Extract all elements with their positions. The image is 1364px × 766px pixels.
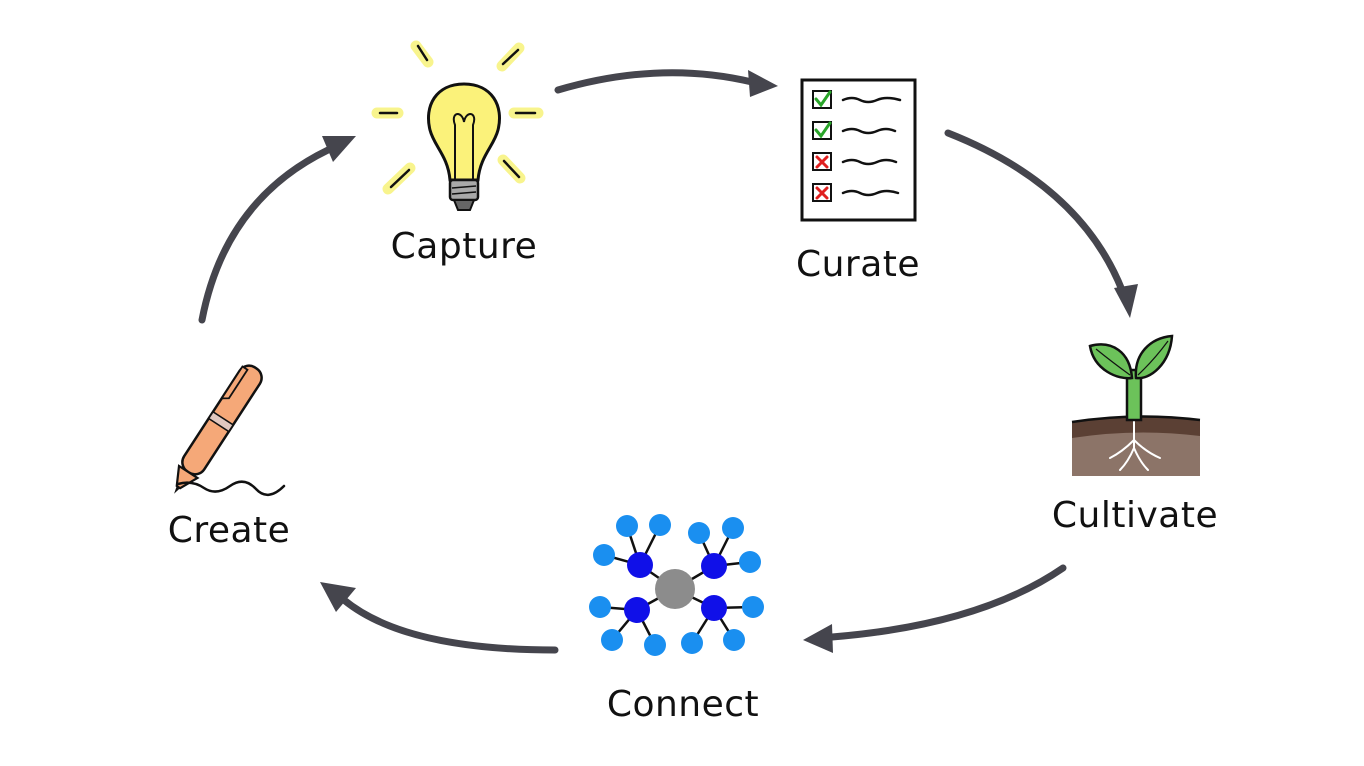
pen-icon <box>174 364 286 496</box>
sprout-icon <box>1071 334 1201 476</box>
arrow-connect-to-create <box>320 582 559 654</box>
arrow-cultivate-to-connect <box>803 564 1067 653</box>
arrow-curate-to-cultivate <box>944 129 1138 318</box>
arrow-capture-to-curate <box>554 69 778 97</box>
stage-label-capture: Capture <box>391 226 538 267</box>
stage-label-create: Create <box>168 510 291 551</box>
network-icon <box>589 514 764 656</box>
checklist-icon <box>800 78 917 222</box>
stage-label-connect: Connect <box>607 684 759 725</box>
arrow-create-to-capture <box>198 136 356 324</box>
stage-label-curate: Curate <box>796 244 920 285</box>
stage-label-cultivate: Cultivate <box>1052 495 1218 536</box>
lightbulb-icon <box>371 40 544 211</box>
